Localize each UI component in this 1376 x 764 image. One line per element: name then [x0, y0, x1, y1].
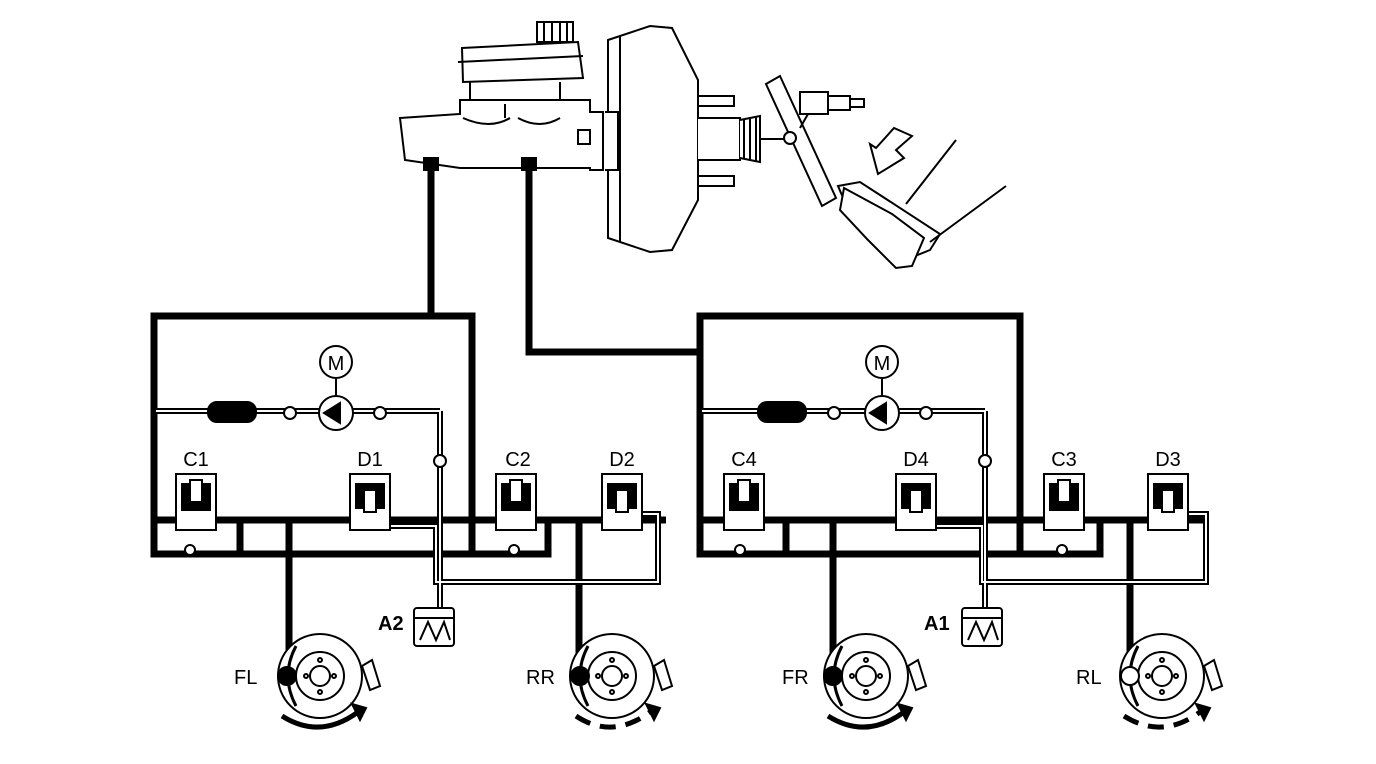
accumulator-a2 [413, 607, 455, 647]
label-c4: C4 [731, 449, 757, 471]
label-d1: D1 [357, 449, 383, 471]
valve-d3 [1147, 473, 1189, 531]
label-rl: RL [1076, 667, 1102, 689]
valve-c1 [175, 473, 217, 556]
wheel-brake-fr [823, 633, 928, 730]
label-fl: FL [234, 667, 257, 689]
label-c2: C2 [505, 449, 531, 471]
valve-d4 [895, 473, 937, 531]
master-cylinder-assembly [398, 21, 604, 171]
pump-right [757, 379, 992, 468]
valve-c4 [723, 473, 765, 556]
label-c1: C1 [183, 449, 209, 471]
motor-left-label: M [328, 353, 345, 375]
label-c3: C3 [1051, 449, 1077, 471]
label-a2: A2 [378, 613, 404, 635]
accumulator-a1 [961, 607, 1003, 647]
label-a1: A1 [924, 613, 950, 635]
label-d2: D2 [609, 449, 635, 471]
primary-lines [150, 170, 1208, 672]
label-d3: D3 [1155, 449, 1181, 471]
label-rr: RR [526, 667, 555, 689]
label-fr: FR [782, 667, 809, 689]
brake-pedal [764, 74, 1007, 270]
valve-c3 [1043, 473, 1085, 556]
brake-booster [605, 24, 790, 254]
wheel-brake-fl [277, 633, 382, 730]
return-lines-inner [156, 410, 1207, 608]
motor-left: M [319, 345, 353, 379]
valve-c2 [495, 473, 537, 556]
motor-right: M [865, 345, 899, 379]
valve-d2 [601, 473, 643, 531]
wheel-brake-rl [1119, 633, 1224, 730]
wheel-brake-rr [569, 633, 674, 730]
pump-left [207, 379, 447, 468]
valve-d1 [349, 473, 391, 531]
motor-right-label: M [874, 353, 891, 375]
label-d4: D4 [903, 449, 929, 471]
